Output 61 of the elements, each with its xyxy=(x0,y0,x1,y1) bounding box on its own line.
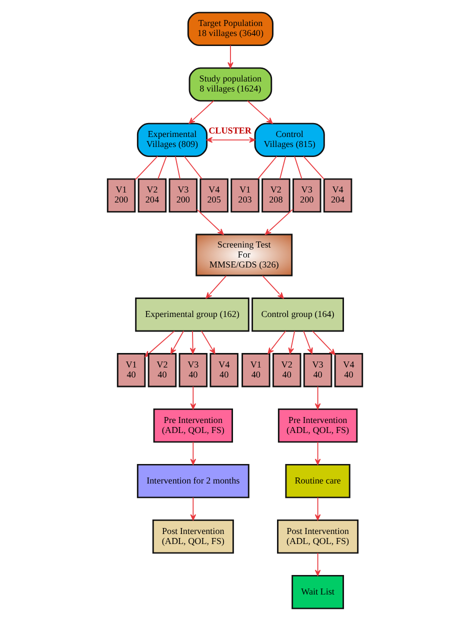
connector xyxy=(278,156,286,180)
node-box: V1 40 xyxy=(116,352,146,388)
arrow xyxy=(196,208,224,235)
arrow xyxy=(314,552,320,576)
arrow xyxy=(190,442,196,465)
arrow xyxy=(314,386,320,410)
node-box: Control Villages (815) xyxy=(254,122,324,158)
node-box: Pre Intervention (ADL, QOL, FS) xyxy=(277,408,358,443)
connector xyxy=(302,156,324,180)
arrow xyxy=(312,330,335,356)
arrow xyxy=(314,442,320,465)
arrow xyxy=(302,330,312,354)
connector xyxy=(294,156,302,180)
node-box: Experimental Villages (809) xyxy=(136,122,208,158)
node-box: V4 40 xyxy=(209,352,238,388)
arrow xyxy=(314,497,320,520)
connector xyxy=(134,156,158,180)
node-box: Post Intervention (ADL, QOL, FS) xyxy=(276,519,358,554)
arrow xyxy=(288,330,295,354)
node-box: V3 40 xyxy=(178,352,208,388)
node-box: Screening Test For MMSE/GDS (326) xyxy=(195,234,292,276)
connector xyxy=(257,156,277,180)
node-box: Experimental group (162) xyxy=(134,298,249,332)
arrow xyxy=(262,275,284,299)
node-box: Study population 8 villages (1624) xyxy=(188,67,272,102)
arrow xyxy=(205,275,226,299)
node-box: Pre Intervention (ADL, QOL, FS) xyxy=(152,408,232,443)
connector xyxy=(183,156,202,180)
node-box: V3 40 xyxy=(302,352,332,388)
node-box: V2 40 xyxy=(147,352,176,388)
edge-label: CLUSTER xyxy=(208,126,252,136)
node-box: V1 40 xyxy=(241,352,270,388)
arrow xyxy=(264,208,293,235)
arrow xyxy=(206,137,255,143)
node-box: Intervention for 2 months xyxy=(136,464,249,498)
arrow xyxy=(190,497,196,520)
node-box: V2 40 xyxy=(272,352,301,388)
node-box: V1 203 xyxy=(230,178,259,213)
arrow xyxy=(170,330,184,354)
arrow xyxy=(200,330,215,354)
node-box: V3 200 xyxy=(292,178,321,213)
arrow xyxy=(189,330,196,354)
node-box: Routine care xyxy=(284,464,350,498)
node-box: Target Population 18 villages (3640) xyxy=(186,12,273,46)
node-box: V1 200 xyxy=(106,178,136,213)
node-box: V4 40 xyxy=(334,352,363,388)
node-box: Wait List xyxy=(291,574,344,610)
arrow xyxy=(246,100,272,124)
node-box: V3 200 xyxy=(168,178,198,213)
arrow xyxy=(267,330,286,354)
arrow xyxy=(190,386,196,410)
node-box: V4 205 xyxy=(199,178,228,213)
node-box: Control group (164) xyxy=(251,298,344,332)
connector xyxy=(157,156,166,180)
node-box: V2 204 xyxy=(137,178,166,213)
arrow xyxy=(227,44,233,68)
node-box: Post Intervention (ADL, QOL, FS) xyxy=(152,519,234,554)
node-box: V4 204 xyxy=(322,178,352,213)
connector xyxy=(174,156,180,180)
node-box: V2 208 xyxy=(261,178,290,213)
arrow xyxy=(188,100,214,124)
